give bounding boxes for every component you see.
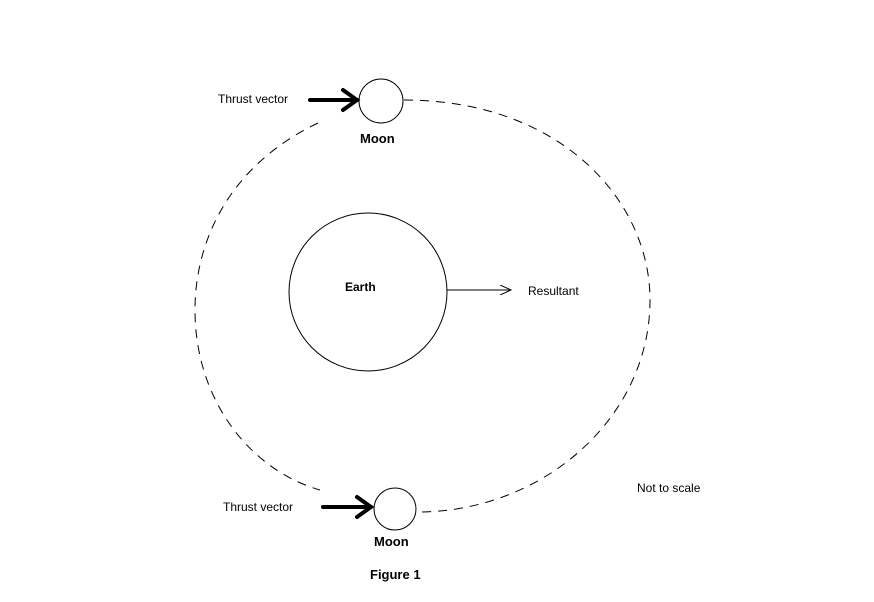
not-to-scale-note: Not to scale [637, 481, 701, 495]
moon-bottom-circle [373, 487, 417, 531]
orbit-right-arc [403, 99, 651, 513]
moon-label-bottom: Moon [374, 534, 409, 549]
orbit-left-arc [194, 122, 321, 491]
thrust-vector-label-top: Thrust vector [218, 92, 289, 106]
earth-circle [288, 212, 448, 372]
thrust-arrow-top [308, 88, 361, 112]
resultant-label: Resultant [528, 284, 579, 298]
thrust-arrow-bottom [321, 495, 375, 519]
moon-label-top: Moon [360, 131, 395, 146]
thrust-vector-label-bottom: Thrust vector [223, 500, 294, 514]
moon-top-circle [358, 78, 404, 124]
figure-caption: Figure 1 [370, 567, 421, 582]
earth-label: Earth [345, 280, 376, 294]
